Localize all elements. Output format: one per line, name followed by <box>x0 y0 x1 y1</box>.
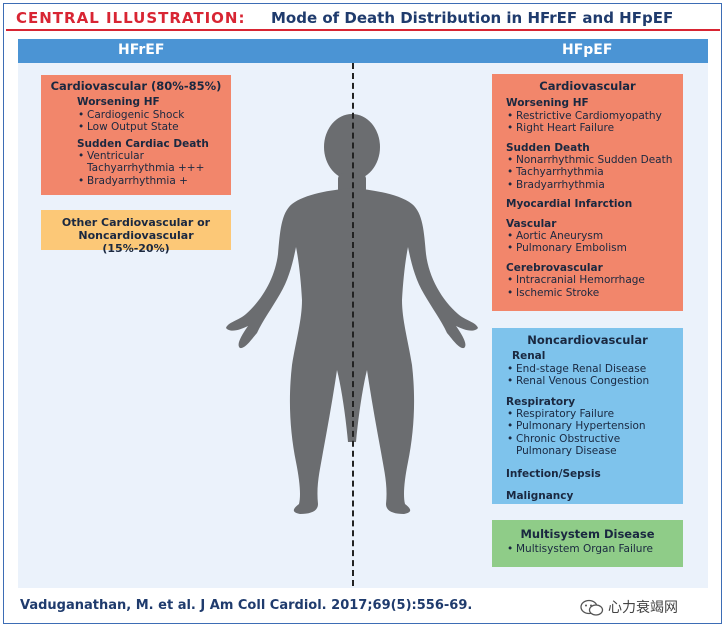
list-item: Low Output State <box>77 121 223 134</box>
illustration-frame <box>3 3 722 624</box>
hfref-other-line2: Noncardiovascular (15%-20%) <box>78 229 194 255</box>
header-strip <box>18 39 708 63</box>
list-item: Bradyarrhythmia <box>506 179 677 192</box>
center-divider <box>352 63 354 586</box>
cardio-section-title: Cerebrovascular <box>506 261 603 274</box>
watermark: 心力衰竭网 <box>580 597 678 617</box>
list-item: Renal Venous Congestion <box>506 375 677 388</box>
list-item: Intracranial Hemorrhage <box>506 274 677 287</box>
renal-title: Renal <box>512 350 546 363</box>
header-hfref: HFrEF <box>118 42 165 58</box>
citation: Vaduganathan, M. et al. J Am Coll Cardio… <box>20 598 473 613</box>
list-item: Ventricular <box>77 150 223 163</box>
hfpef-cardio-box: Cardiovascular Worsening HFRestrictive C… <box>492 74 683 311</box>
malignancy-title: Malignancy <box>506 490 574 503</box>
header-hfpef: HFpEF <box>562 42 613 58</box>
respiratory-title: Respiratory <box>506 395 576 408</box>
infection-title: Infection/Sepsis <box>506 467 601 480</box>
list-item: Multisystem Organ Failure <box>506 543 677 556</box>
list-item: Right Heart Failure <box>506 122 677 135</box>
title-rule <box>6 29 720 31</box>
wechat-icon <box>580 599 604 617</box>
list-item: Bradyarrhythmia + <box>77 175 223 188</box>
list-item: Respiratory Failure <box>506 408 677 421</box>
list-item: Pulmonary Embolism <box>506 242 677 255</box>
cardio-section-title: Vascular <box>506 217 557 230</box>
list-item-continuation: Pulmonary Disease <box>516 445 617 458</box>
cardio-section-title: Myocardial Infarction <box>506 198 633 211</box>
list-item: Tachyarrhythmia <box>506 166 677 179</box>
list-item: Ischemic Stroke <box>506 287 677 300</box>
list-item: Chronic Obstructive <box>506 433 677 446</box>
multisystem-title: Multisystem Disease <box>520 527 655 541</box>
list-item: Pulmonary Hypertension <box>506 420 677 433</box>
hfpef-multisystem-box: Multisystem Disease Multisystem Organ Fa… <box>492 520 683 567</box>
hfref-other-line1: Other Cardiovascular or <box>61 216 211 229</box>
hfref-worsening-title: Worsening HF <box>77 96 160 109</box>
cardio-section-title: Sudden Death <box>506 141 590 154</box>
hfref-cardio-box: Cardiovascular (80%-85%) Worsening HF Ca… <box>41 75 231 195</box>
title-text: Mode of Death Distribution in HFrEF and … <box>271 9 674 27</box>
watermark-text: 心力衰竭网 <box>608 600 678 616</box>
cardio-section-title: Worsening HF <box>506 97 589 110</box>
title-bar: CENTRAL ILLUSTRATION: Mode of Death Dist… <box>6 4 719 30</box>
list-item: Aortic Aneurysm <box>506 230 677 243</box>
hfpef-noncardio-box: Noncardiovascular Renal End-stage Renal … <box>492 328 683 504</box>
list-item-continuation: Tachyarrhythmia +++ <box>87 162 205 175</box>
hfpef-noncardio-title: Noncardiovascular <box>527 333 648 347</box>
list-item: Nonarrhythmic Sudden Death <box>506 154 677 167</box>
list-item: Cardiogenic Shock <box>77 109 223 122</box>
list-item: Restrictive Cardiomyopathy <box>506 110 677 123</box>
list-item: End-stage Renal Disease <box>506 363 677 376</box>
hfref-other-box: Other Cardiovascular or Noncardiovascula… <box>41 210 231 255</box>
hfref-cardio-title: Cardiovascular (80%-85%) <box>50 79 222 93</box>
hfref-scd-title: Sudden Cardiac Death <box>77 137 209 150</box>
title-label: CENTRAL ILLUSTRATION: <box>16 9 246 27</box>
hfpef-cardio-title: Cardiovascular <box>539 79 636 93</box>
